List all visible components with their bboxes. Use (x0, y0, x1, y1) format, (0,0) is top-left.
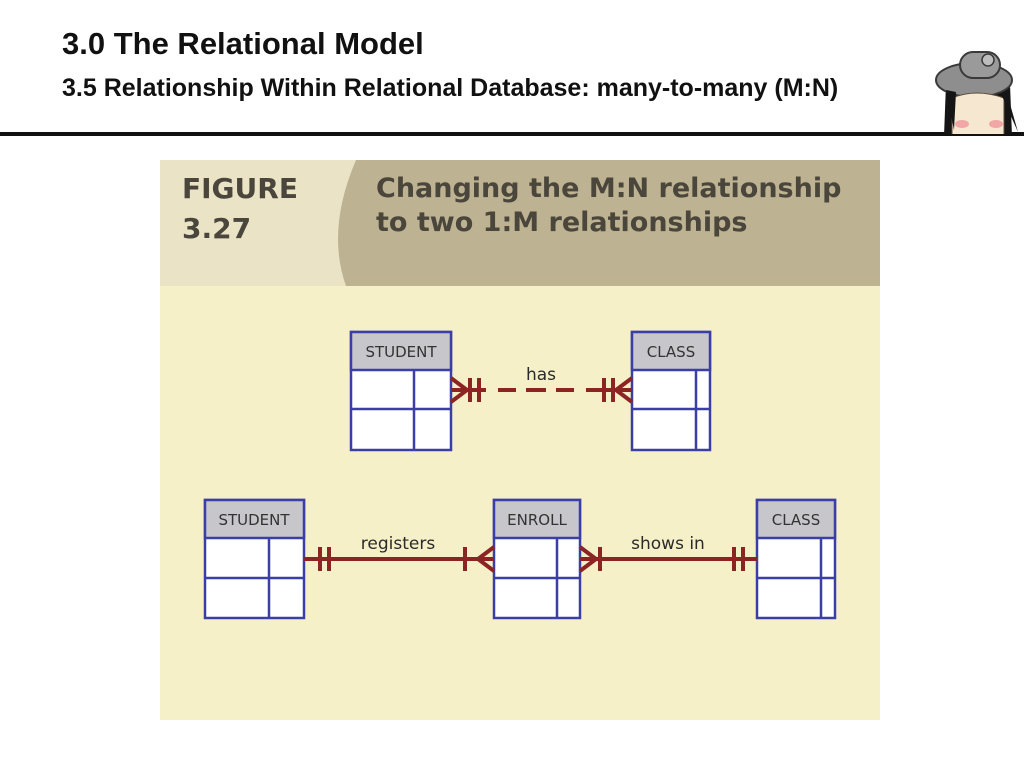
entity-class-top-label: CLASS (647, 343, 695, 361)
figure-caption-line1: Changing the M:N relationship (376, 173, 841, 204)
entity-student-bottom-label: STUDENT (218, 511, 290, 529)
title-divider (0, 132, 1024, 136)
entity-student-bottom: STUDENT (203, 498, 306, 620)
figure-label: FIGURE 3.27 (182, 172, 308, 245)
figure-3-27-diagram: FIGURE 3.27 Changing the M:N relationshi… (160, 160, 880, 720)
relationship-has-label: has (526, 365, 556, 385)
entity-class-bottom-label: CLASS (772, 511, 820, 529)
relationship-registers (304, 545, 496, 573)
entity-class-bottom: CLASS (755, 498, 837, 620)
slide-subtitle: 3.5 Relationship Within Relational Datab… (62, 74, 839, 102)
entity-class-top: CLASS (630, 330, 712, 452)
relationship-shows-in (578, 545, 757, 573)
relationship-registers-label: registers (361, 534, 436, 554)
figure-label-number: 3.27 (182, 212, 251, 245)
entity-student-top: STUDENT (349, 330, 453, 452)
mascot-icon (935, 51, 1018, 134)
figure-caption-line2: to two 1:M relationships (376, 207, 748, 238)
figure-caption: Changing the M:N relationship to two 1:M… (376, 173, 851, 238)
relationship-has (449, 376, 634, 404)
figure-label-area (160, 160, 356, 286)
entity-enroll: ENROLL (492, 498, 582, 620)
figure-panel: FIGURE 3.27 Changing the M:N relationshi… (160, 160, 880, 720)
entity-enroll-label: ENROLL (507, 511, 567, 529)
relationship-shows-in-label: shows in (631, 534, 705, 554)
figure-label-line1: FIGURE (182, 172, 298, 205)
entity-student-top-label: STUDENT (365, 343, 437, 361)
slide-title: 3.0 The Relational Model (62, 26, 424, 61)
